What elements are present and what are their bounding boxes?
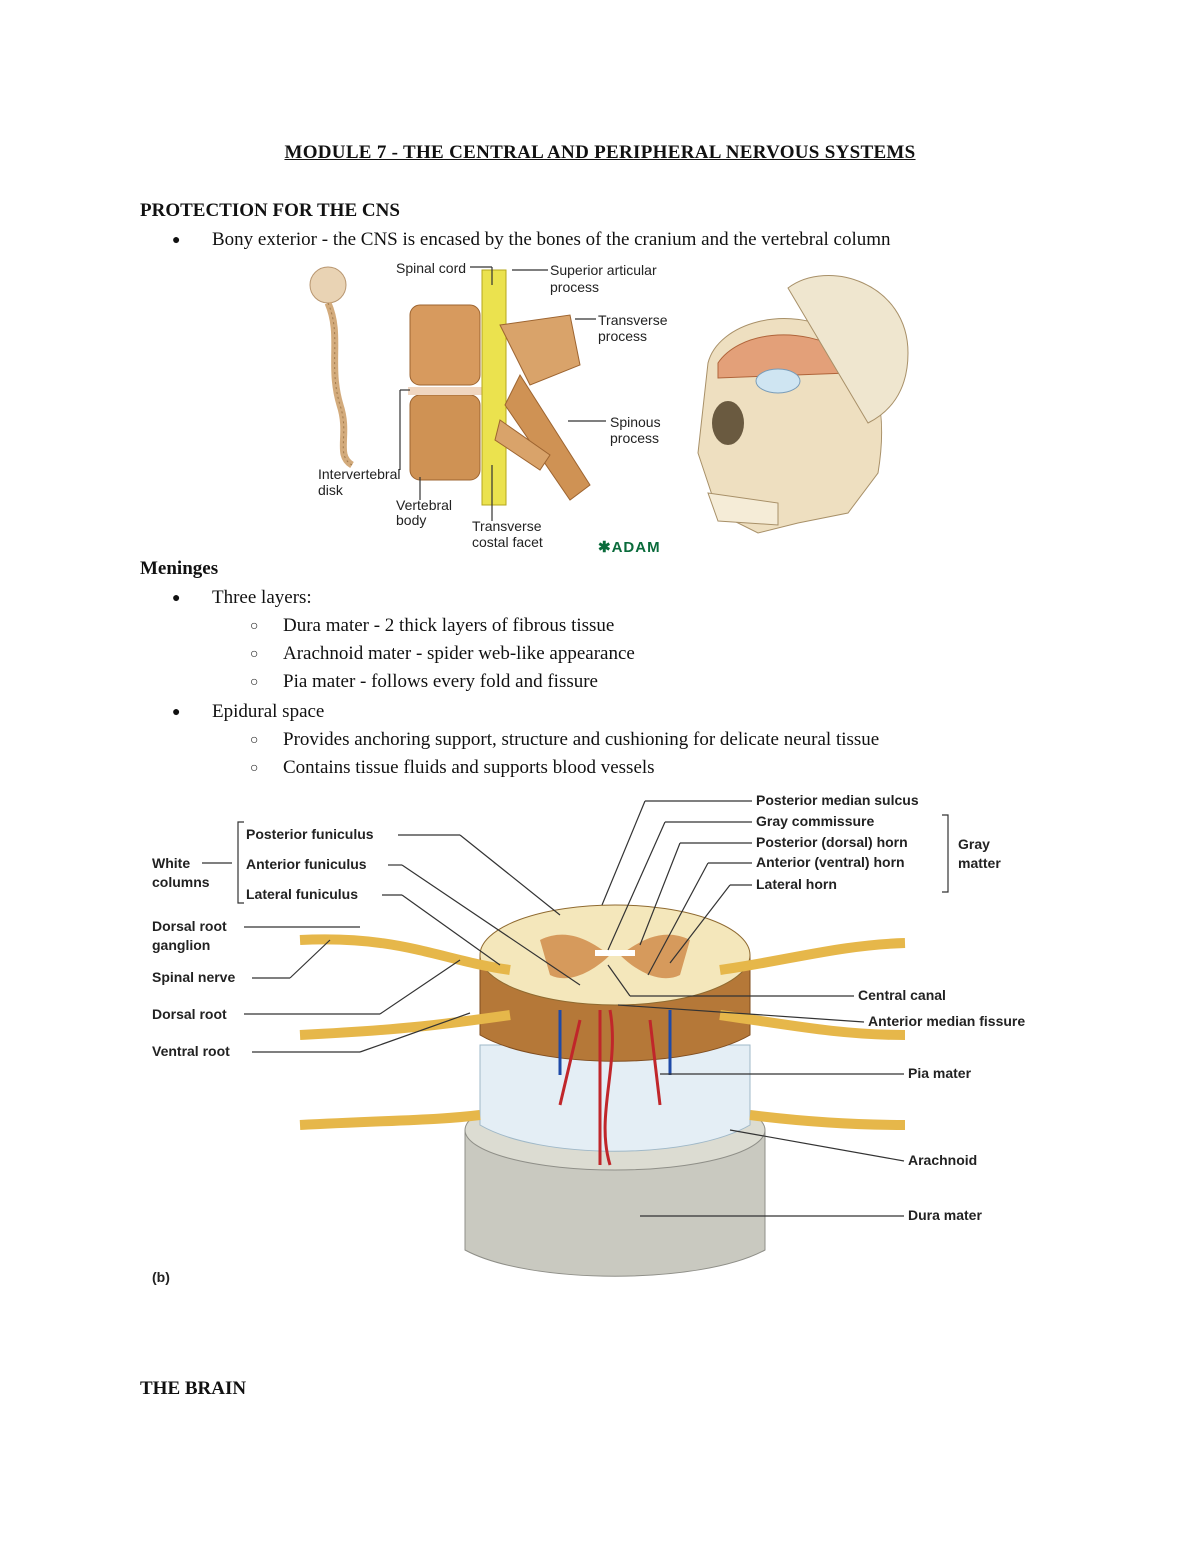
label-intervertebral-disk: Intervertebral xyxy=(318,466,400,482)
adam-logo-text: ✱ADAM xyxy=(598,539,661,556)
section-heading-meninges: Meninges xyxy=(140,558,219,579)
label-spinal-cord: Spinal cord xyxy=(396,260,466,276)
bullet-icon: ● xyxy=(172,233,181,248)
list-item: Pia mater - follows every fold and fissu… xyxy=(283,671,598,692)
section-heading-brain: THE BRAIN xyxy=(140,1378,247,1399)
label-transverse-costal: Transverse xyxy=(472,518,542,534)
label-anterior-median-fissure: Anterior median fissure xyxy=(868,1013,1025,1029)
list-item: Provides anchoring support, structure an… xyxy=(283,729,880,750)
list-item: Bony exterior - the CNS is encased by th… xyxy=(212,229,891,250)
list-item: Three layers: xyxy=(212,587,312,608)
label-superior-articular: Superior articular xyxy=(550,262,657,278)
spinal-cord-illustration xyxy=(299,904,906,1277)
document-title: MODULE 7 - THE CENTRAL AND PERIPHERAL NE… xyxy=(284,142,916,163)
label-dorsal-root-ganglion: Dorsal root xyxy=(152,918,227,934)
label-dorsal-root-ganglion-2: ganglion xyxy=(152,937,210,953)
label-dura-mater: Dura mater xyxy=(908,1207,982,1223)
bullet-icon: ● xyxy=(172,591,181,606)
label-anterior-funiculus: Anterior funiculus xyxy=(246,856,367,872)
skeleton-illustration xyxy=(309,266,355,469)
skull-brain-figure: ✱ADAM xyxy=(697,275,909,534)
label-spinous-process-2: process xyxy=(610,430,659,446)
sub-bullet-icon: ○ xyxy=(250,761,259,776)
label-arachnoid: Arachnoid xyxy=(908,1152,977,1168)
label-spinal-nerve: Spinal nerve xyxy=(152,969,235,985)
label-white-columns: White xyxy=(152,855,190,871)
label-white-columns-2: columns xyxy=(152,874,210,890)
list-item: Dura mater - 2 thick layers of fibrous t… xyxy=(283,615,615,636)
label-gray-matter: Gray xyxy=(958,836,990,852)
label-spinous-process: Spinous xyxy=(610,414,661,430)
label-gray-matter-2: matter xyxy=(958,855,1001,871)
list-item: Epidural space xyxy=(212,701,325,722)
vertebral-column-figure: Spinal cord Superior articular process T… xyxy=(309,260,668,550)
label-anterior-horn: Anterior (ventral) horn xyxy=(756,854,905,870)
label-lateral-funiculus: Lateral funiculus xyxy=(246,886,358,902)
label-vertebral-body: Vertebral xyxy=(396,497,452,513)
label-posterior-horn: Posterior (dorsal) horn xyxy=(756,834,908,850)
label-intervertebral-disk-2: disk xyxy=(318,482,344,498)
panel-label: (b) xyxy=(152,1269,170,1285)
sub-bullet-icon: ○ xyxy=(250,733,259,748)
label-pia-mater: Pia mater xyxy=(908,1065,972,1081)
label-central-canal: Central canal xyxy=(858,987,946,1003)
label-transverse-process-2: process xyxy=(598,328,647,344)
label-ventral-root: Ventral root xyxy=(152,1043,230,1059)
skull-illustration xyxy=(697,275,909,534)
spinal-cord-meninges-figure: White columns Posterior funiculus Anteri… xyxy=(152,792,1025,1285)
label-posterior-median-sulcus: Posterior median sulcus xyxy=(756,792,919,808)
vertebrae-illustration xyxy=(408,269,591,506)
sub-bullet-icon: ○ xyxy=(250,619,259,634)
list-item: Contains tissue fluids and supports bloo… xyxy=(283,757,655,778)
label-transverse-costal-2: costal facet xyxy=(472,534,543,550)
bullet-icon: ● xyxy=(172,705,181,720)
label-lateral-horn: Lateral horn xyxy=(756,876,837,892)
sub-bullet-icon: ○ xyxy=(250,675,259,690)
sub-bullet-icon: ○ xyxy=(250,647,259,662)
label-vertebral-body-2: body xyxy=(396,512,426,528)
list-item: Arachnoid mater - spider web-like appear… xyxy=(283,643,635,664)
label-dorsal-root: Dorsal root xyxy=(152,1006,227,1022)
label-transverse-process: Transverse xyxy=(598,312,668,328)
section-heading-protection: PROTECTION FOR THE CNS xyxy=(140,200,400,221)
label-superior-articular-2: process xyxy=(550,279,599,295)
label-posterior-funiculus: Posterior funiculus xyxy=(246,826,374,842)
label-gray-commissure: Gray commissure xyxy=(756,813,874,829)
